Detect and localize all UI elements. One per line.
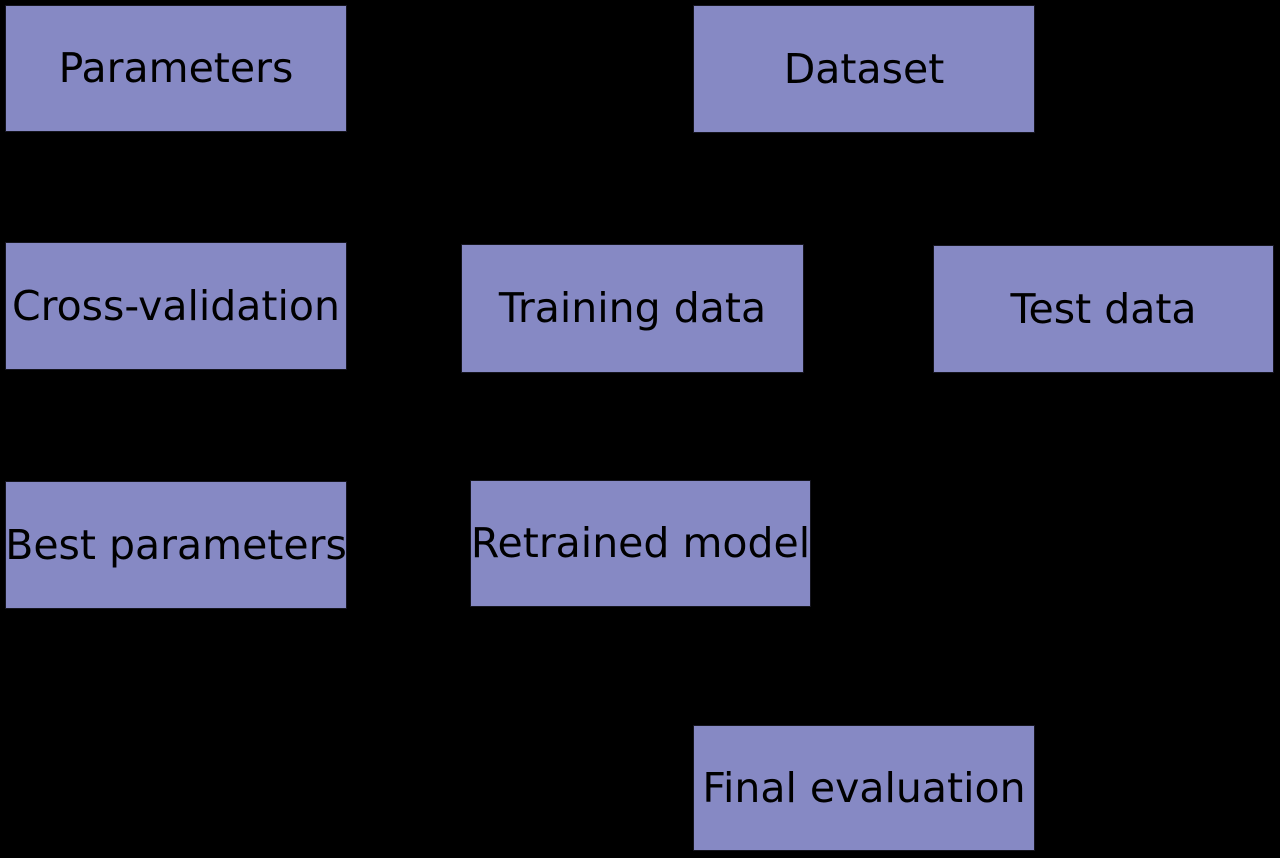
node-final-evaluation[interactable]: Final evaluation: [693, 725, 1035, 851]
node-best-parameters-label: Best parameters: [5, 520, 347, 569]
node-cross-validation-label: Cross-validation: [12, 281, 340, 330]
node-parameters[interactable]: Parameters: [5, 5, 347, 132]
node-test-data-label: Test data: [1010, 284, 1197, 333]
node-retrained-model-label: Retrained model: [470, 519, 811, 567]
node-test-data[interactable]: Test data: [933, 245, 1274, 373]
node-parameters-label: Parameters: [58, 44, 294, 92]
node-retrained-model[interactable]: Retrained model: [470, 480, 811, 607]
node-dataset-label: Dataset: [783, 44, 945, 93]
node-training-data-label: Training data: [498, 284, 767, 332]
node-training-data[interactable]: Training data: [461, 244, 804, 373]
node-final-evaluation-label: Final evaluation: [702, 763, 1026, 812]
node-cross-validation[interactable]: Cross-validation: [5, 242, 347, 370]
node-best-parameters[interactable]: Best parameters: [5, 481, 347, 609]
node-dataset[interactable]: Dataset: [693, 5, 1035, 133]
